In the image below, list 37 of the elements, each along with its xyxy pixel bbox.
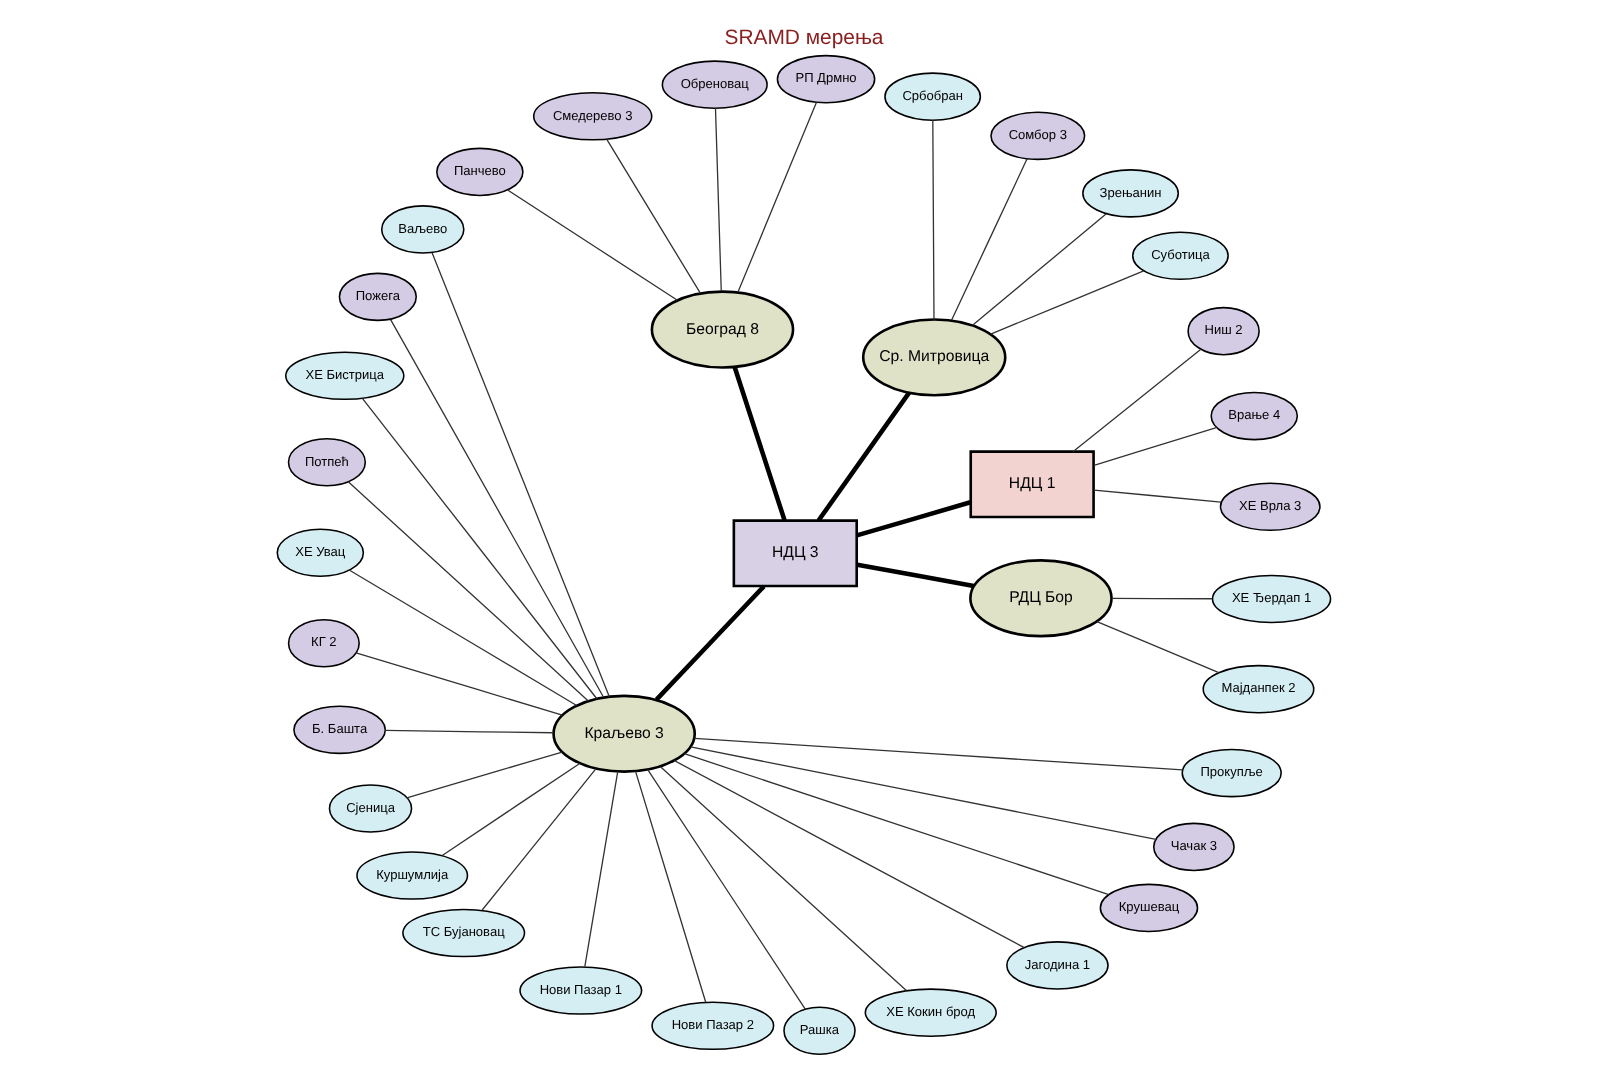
connector bbox=[384, 729, 555, 734]
connector bbox=[654, 584, 766, 702]
connector bbox=[689, 746, 1157, 840]
connector bbox=[693, 737, 1184, 771]
connector bbox=[932, 119, 935, 321]
connector bbox=[507, 189, 679, 301]
connector bbox=[361, 397, 598, 700]
connector bbox=[348, 569, 578, 707]
connector bbox=[732, 366, 787, 521]
connector bbox=[816, 391, 911, 522]
connector bbox=[737, 101, 818, 293]
connector bbox=[634, 770, 707, 1003]
connector bbox=[990, 270, 1145, 335]
connector bbox=[431, 252, 610, 698]
connector bbox=[390, 318, 605, 698]
connector bbox=[647, 768, 806, 1010]
connector bbox=[355, 652, 563, 716]
connector bbox=[347, 481, 589, 702]
connector bbox=[971, 213, 1107, 326]
connector bbox=[856, 500, 972, 538]
connector bbox=[1096, 621, 1220, 674]
connector bbox=[1093, 427, 1218, 466]
connector bbox=[1111, 597, 1213, 600]
connector bbox=[606, 138, 702, 295]
connector bbox=[406, 751, 563, 799]
connector bbox=[659, 766, 907, 992]
connector bbox=[683, 753, 1110, 896]
connector bbox=[714, 107, 722, 292]
connector bbox=[584, 770, 619, 968]
connector bbox=[673, 759, 1025, 949]
connector bbox=[1093, 489, 1222, 503]
connector bbox=[950, 158, 1028, 321]
connector bbox=[481, 768, 597, 911]
connector bbox=[856, 562, 975, 589]
connector bbox=[441, 762, 581, 857]
diagram-title: SRAMD мерења bbox=[724, 27, 884, 50]
connector bbox=[1072, 348, 1202, 453]
